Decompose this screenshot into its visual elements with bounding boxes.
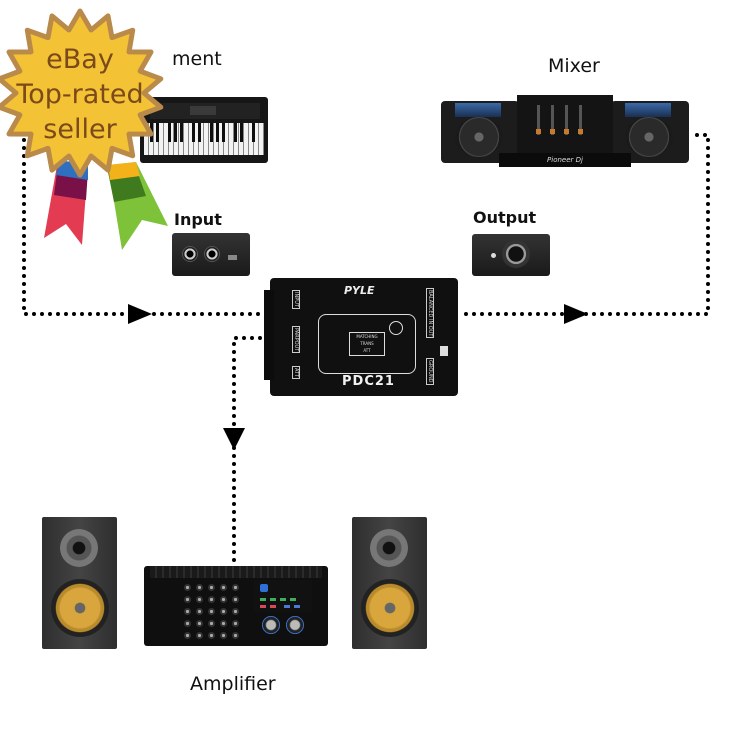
di-label-ground: GROUND: [426, 358, 434, 385]
di-label-parpout: PARPOUT: [292, 326, 300, 354]
connector-instrument-to-di: [22, 138, 272, 316]
instrument-label: ment: [172, 48, 222, 70]
mixer-label: Mixer: [548, 55, 600, 77]
badge-line-1: eBay: [46, 44, 114, 75]
schematic-trans: TRANS: [360, 341, 374, 346]
di-model-label: PDC21: [342, 374, 395, 389]
output-label: Output: [473, 208, 537, 227]
arrow-right-icon: [564, 304, 588, 324]
input-jack-panel-icon: [172, 233, 250, 276]
ebay-top-rated-badge: eBay Top-rated seller: [0, 0, 185, 250]
badge-line-3: seller: [43, 114, 117, 145]
dj-controller-icon: Pioneer Dj: [441, 93, 689, 168]
di-brand-logo: PYLE: [344, 284, 375, 297]
star-seal: [0, 8, 164, 178]
ribbon-right-top: [108, 162, 140, 180]
keyboard-icon: [140, 97, 268, 163]
rosette-icon: [0, 8, 168, 250]
input-label: Input: [174, 210, 222, 229]
connector-di-to-amplifier: [232, 336, 270, 570]
schematic-att: ATT: [363, 348, 371, 353]
amplifier-label: Amplifier: [190, 673, 276, 695]
speaker-left-icon: [42, 517, 117, 649]
speaker-right-icon: [352, 517, 427, 649]
di-label-balanced: BALANCED IN OUT: [426, 288, 434, 339]
di-box-pdc21: PYLE INPUT PARPOUT ATT BALANCED IN OUT G…: [264, 278, 458, 396]
badge-line-2: Top-rated: [16, 79, 144, 110]
schematic-matching: MATCHING: [356, 334, 378, 339]
arrow-right-icon: [128, 304, 152, 324]
amplifier-icon: [144, 566, 328, 646]
di-schematic: MATCHING TRANS ATT: [318, 314, 416, 374]
di-label-att: ATT: [292, 366, 300, 380]
xlr-output-panel-icon: [472, 234, 550, 276]
arrow-down-icon: [223, 428, 245, 450]
di-label-input: INPUT: [292, 290, 300, 309]
mixer-brand-text: Pioneer Dj: [499, 153, 631, 167]
